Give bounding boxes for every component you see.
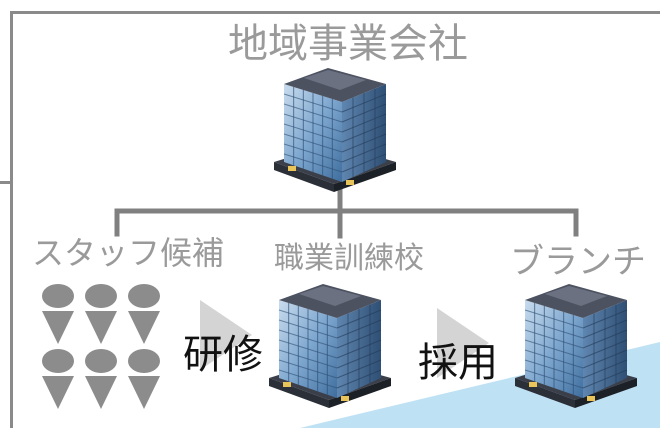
branch-building-icon	[515, 284, 637, 408]
frame-left	[10, 11, 13, 428]
school-label: 職業訓練校	[274, 241, 424, 276]
training-arrow-shape	[200, 300, 252, 370]
candidate-person-icon	[85, 284, 117, 344]
frame-tick	[0, 181, 11, 184]
head-office-label: 地域事業会社	[228, 21, 468, 67]
frame-top	[10, 11, 660, 14]
candidate-person-icon	[42, 284, 74, 344]
staff-label: スタッフ候補	[32, 234, 225, 272]
hiring-arrow	[437, 308, 489, 378]
candidate-person-icon	[128, 284, 160, 344]
candidate-person-icon	[128, 349, 160, 409]
head-office-building-icon	[274, 68, 396, 192]
branch-label: ブランチ	[510, 242, 646, 282]
school-building-icon	[269, 284, 391, 408]
training-label: 研修	[183, 332, 263, 378]
hiring-label: 採用	[418, 340, 498, 386]
candidate-person-icon	[42, 349, 74, 409]
candidate-person-icon	[85, 349, 117, 409]
training-arrow	[200, 300, 252, 370]
hiring-arrow-shape	[437, 308, 489, 378]
